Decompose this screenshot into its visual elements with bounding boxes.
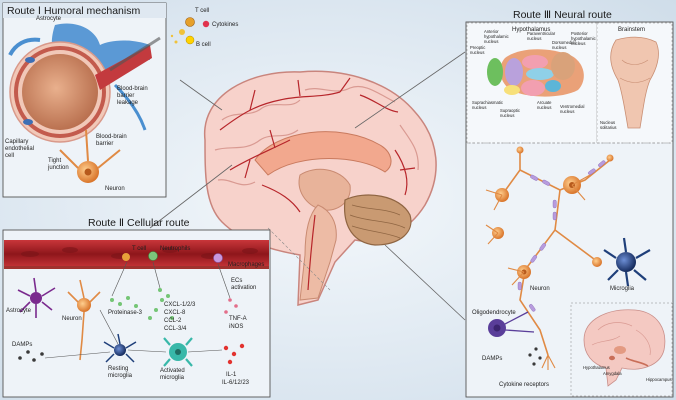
label-neutrophils: Neutrophils <box>160 246 190 252</box>
label-hypothalamus-small: Hypothalamus <box>583 365 610 370</box>
route-connectors <box>149 51 466 321</box>
label-neuron-r2: Neuron <box>62 316 82 322</box>
label-astrocyte-r2: Astrocyte <box>6 308 32 314</box>
neuron-network <box>485 146 614 356</box>
label-t-cell-r2: T cell <box>132 246 146 252</box>
activated-microglia <box>163 337 193 367</box>
label-proteinase: Proteinase-3 <box>108 310 143 316</box>
label-hypothalamus: Hypothalamus <box>512 27 550 33</box>
route3-panel: Route Ⅲ Neural route Hypothalamus Brains… <box>465 9 674 398</box>
label-cxcl12: CXCL-1/2/3 <box>164 302 196 308</box>
label-cytokine-receptors: Cytokine receptors <box>499 382 549 388</box>
route1-panel: Route Ⅰ Humoral mechanism Astrocyte Bloo… <box>2 2 167 198</box>
label-microglia: Microglia <box>610 286 635 292</box>
label-oligodendrocyte: Oligodendrocyte <box>472 310 516 316</box>
inset-brain <box>583 309 666 387</box>
hypothalamus-nuclei <box>487 49 584 97</box>
central-brain <box>204 70 437 306</box>
cytokine-star-icon <box>202 20 210 28</box>
microglia-cell <box>603 237 651 287</box>
label-brainstem: Brainstem <box>618 27 645 33</box>
label-t-cell-floating: T cell <box>195 8 209 14</box>
label-ccl34: CCL-3/4 <box>164 326 187 332</box>
route2-panel: Route Ⅱ Cellular route <box>2 217 271 398</box>
route3-title: Route Ⅲ Neural route <box>513 9 612 21</box>
label-il6: IL-6/12/23 <box>222 380 250 386</box>
label-neuron-r3: Neuron <box>530 286 550 292</box>
immune-cells-floating: T cell Cytokines B cell <box>170 8 238 48</box>
label-tnfa: TNF-A <box>229 316 247 322</box>
label-hippocampus: Hippocampus <box>646 377 672 382</box>
label-cytokines: Cytokines <box>212 22 238 28</box>
label-ccl2: CCL-2 <box>164 318 182 324</box>
blood-vessel <box>4 240 269 268</box>
astrocyte-purple <box>17 277 56 318</box>
label-neuron-r1: Neuron <box>105 186 125 192</box>
label-il1: IL-1 <box>226 372 237 378</box>
route2-title: Route Ⅱ Cellular route <box>88 217 190 229</box>
label-macrophages: Macrophages <box>228 262 264 268</box>
oligodendrocyte-cell <box>488 311 535 337</box>
label-inos: iNOS <box>229 324 243 330</box>
label-astrocyte: Astrocyte <box>36 16 62 22</box>
label-b-cell: B cell <box>196 42 211 48</box>
label-amygdala: Amygdala <box>603 371 622 376</box>
label-damps-r2: DAMPs <box>12 342 32 348</box>
route1-title: Route Ⅰ Humoral mechanism <box>7 5 140 17</box>
label-cxcl8: CXCL-8 <box>164 310 186 316</box>
resting-microglia <box>103 333 137 363</box>
brainstem-illustration <box>610 36 659 129</box>
label-damps-r3: DAMPs <box>482 356 502 362</box>
